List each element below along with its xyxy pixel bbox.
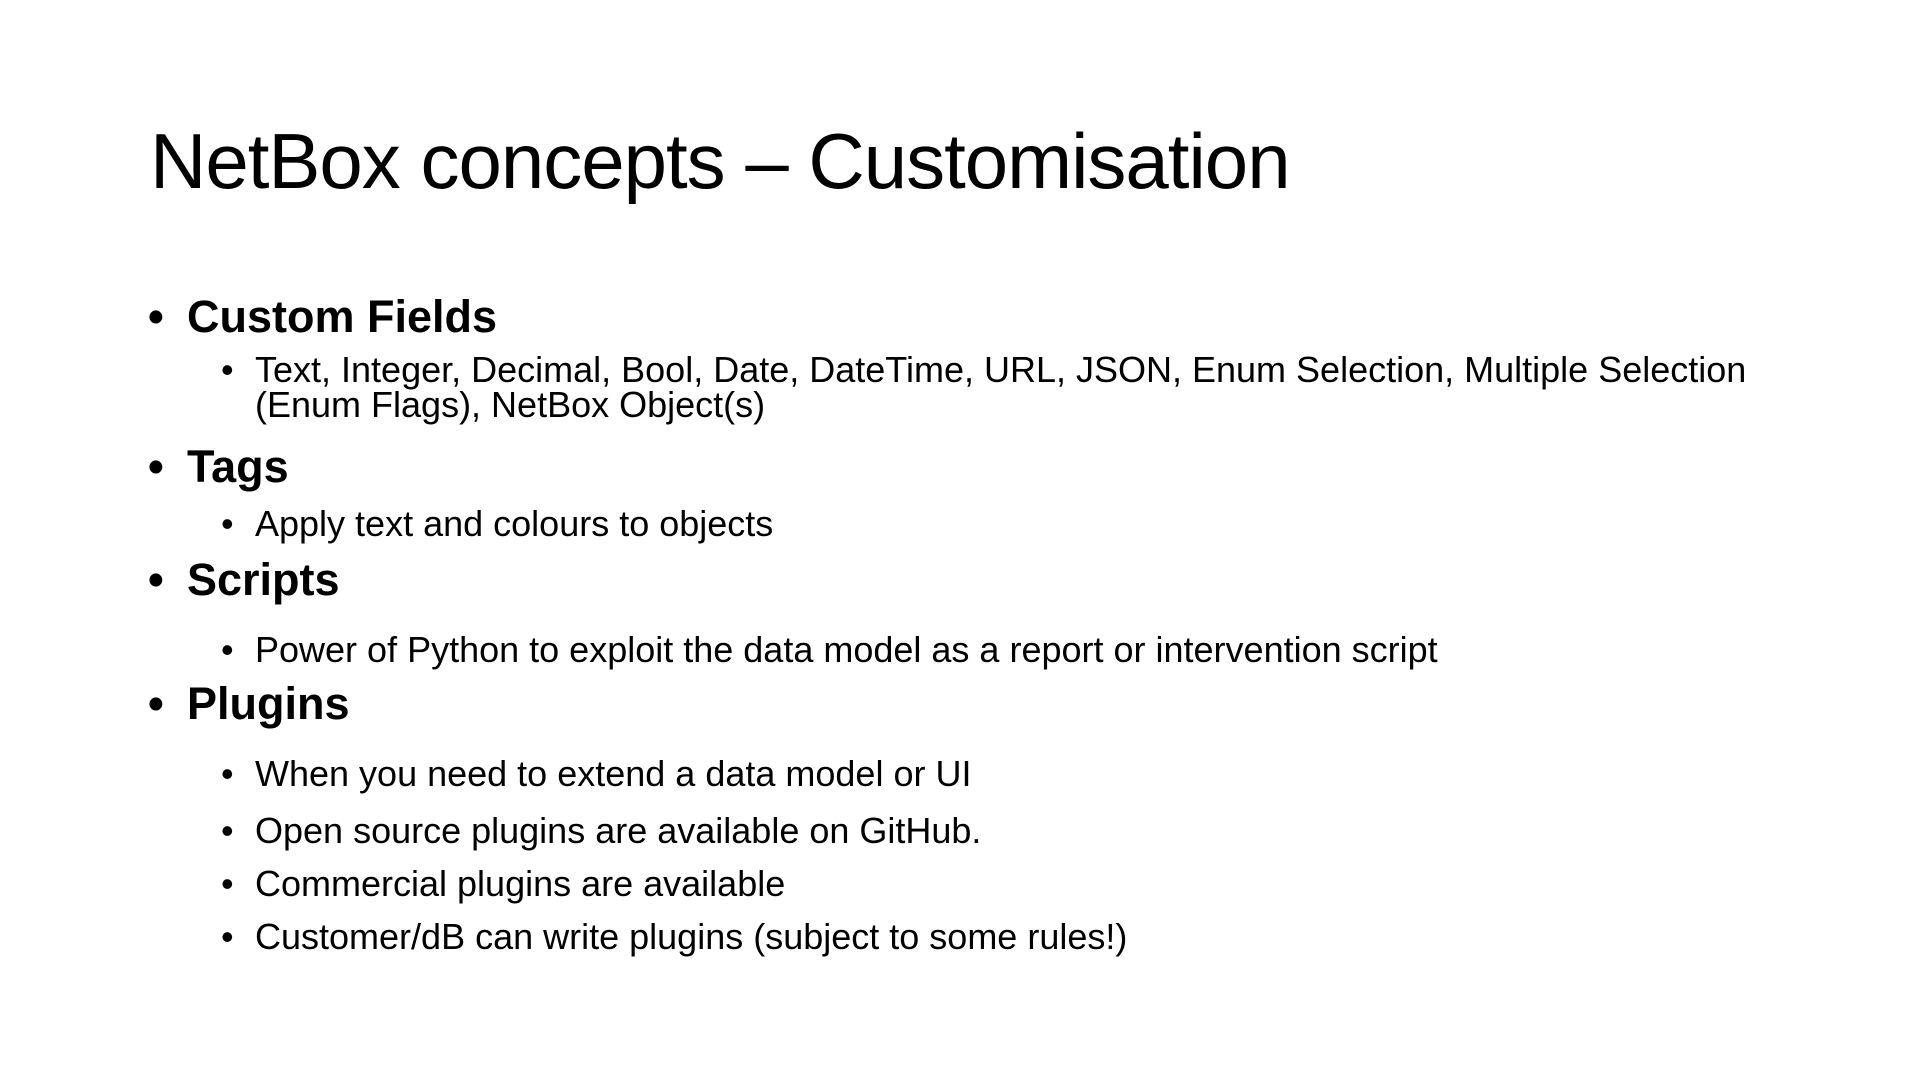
bullet-glyph: • bbox=[148, 291, 164, 342]
bullet-list: • Custom Fields • Text, Integer, Decimal… bbox=[0, 292, 1920, 957]
bullet-item-tags-detail: • Apply text and colours to objects bbox=[0, 503, 1920, 544]
bullet-text: Scripts bbox=[187, 554, 340, 605]
bullet-item-plugins-customer: • Customer/dB can write plugins (subject… bbox=[0, 916, 1920, 957]
bullet-text: Plugins bbox=[187, 678, 350, 729]
bullet-item-plugins-open-source: • Open source plugins are available on G… bbox=[0, 810, 1920, 851]
bullet-text: Open source plugins are available on Git… bbox=[255, 810, 982, 851]
bullet-item-plugins-commercial: • Commercial plugins are available bbox=[0, 863, 1920, 904]
bullet-text: Apply text and colours to objects bbox=[255, 503, 774, 544]
bullet-item-scripts: • Scripts bbox=[0, 555, 1920, 605]
bullet-item-tags: • Tags bbox=[0, 442, 1920, 492]
bullet-text: Customer/dB can write plugins (subject t… bbox=[255, 916, 1128, 957]
bullet-glyph: • bbox=[148, 554, 164, 605]
bullet-glyph: • bbox=[221, 863, 234, 904]
bullet-glyph: • bbox=[221, 810, 234, 851]
bullet-item-plugins: • Plugins bbox=[0, 679, 1920, 729]
bullet-glyph: • bbox=[148, 678, 164, 729]
bullet-glyph: • bbox=[148, 441, 164, 492]
bullet-text: Tags bbox=[187, 441, 289, 492]
bullet-glyph: • bbox=[221, 753, 234, 794]
bullet-glyph: • bbox=[221, 629, 234, 670]
bullet-item-custom-fields: • Custom Fields bbox=[0, 292, 1920, 342]
bullet-glyph: • bbox=[221, 503, 234, 544]
slide-title: NetBox concepts – Customisation bbox=[150, 117, 1291, 205]
bullet-item-custom-field-types: • Text, Integer, Decimal, Bool, Date, Da… bbox=[0, 349, 1920, 425]
bullet-item-scripts-detail: • Power of Python to exploit the data mo… bbox=[0, 629, 1920, 670]
bullet-item-plugins-extend: • When you need to extend a data model o… bbox=[0, 753, 1920, 794]
bullet-text: When you need to extend a data model or … bbox=[255, 753, 972, 794]
bullet-text: Text, Integer, Decimal, Bool, Date, Date… bbox=[255, 349, 1747, 425]
bullet-text: Custom Fields bbox=[187, 291, 498, 342]
bullet-text: Power of Python to exploit the data mode… bbox=[255, 629, 1438, 670]
bullet-text: Commercial plugins are available bbox=[255, 863, 786, 904]
bullet-glyph: • bbox=[221, 349, 234, 390]
bullet-glyph: • bbox=[221, 916, 234, 957]
